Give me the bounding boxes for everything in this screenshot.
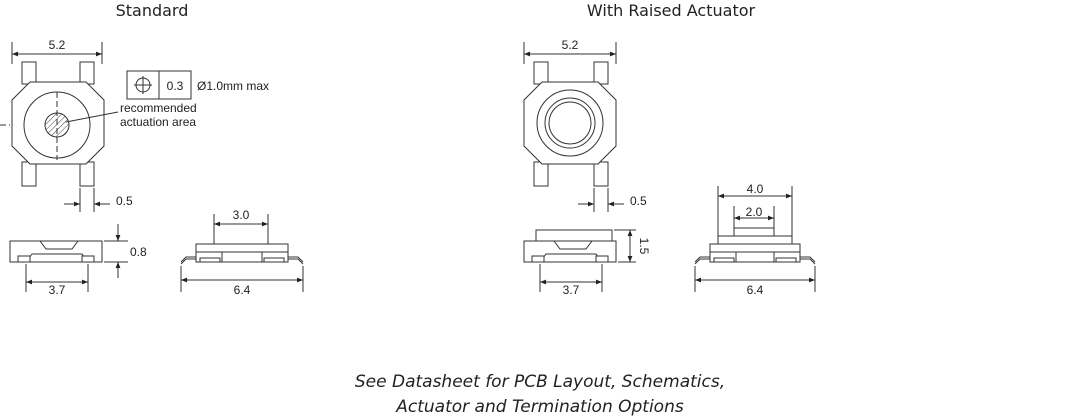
- footer-note-line2: Actuator and Termination Options: [396, 397, 684, 417]
- raised-outer-dimension: [717, 186, 793, 236]
- raised-side-view-1: [523, 229, 617, 263]
- actuation-note-line2: actuation area: [120, 115, 196, 129]
- std-body-dimension: [25, 264, 89, 292]
- raised-width-dimension: [523, 42, 617, 64]
- raised-overall-label: 6.4: [747, 283, 764, 297]
- raised-title: With Raised Actuator: [587, 1, 756, 20]
- std-height-dimension: [104, 224, 128, 278]
- raised-actuator-dimension: [733, 206, 775, 228]
- standard-side-view-2: [180, 243, 304, 265]
- raised-height-label: 1.5: [637, 238, 651, 255]
- raised-body-dimension: [539, 264, 603, 292]
- raised-overall-dimension: [694, 266, 816, 292]
- tolerance-value: 0.3: [167, 79, 184, 93]
- std-height-label: 0.8: [130, 245, 147, 259]
- std-pin-gap-label: 0.5: [116, 194, 133, 208]
- std-overall-dimension: [180, 266, 304, 292]
- raised-top-view: [523, 61, 617, 187]
- std-actuator-label: 3.0: [233, 208, 250, 222]
- raised-outer-label: 4.0: [747, 182, 764, 196]
- raised-pin-gap-label: 0.5: [630, 194, 647, 208]
- mechanical-drawing: Standard With Raised Actuator recommende…: [0, 1, 816, 297]
- std-width-label: 5.2: [49, 38, 66, 52]
- tolerance-frame: [126, 70, 192, 100]
- raised-width-label: 5.2: [562, 38, 579, 52]
- standard-title: Standard: [116, 1, 189, 20]
- std-pin-gap-dimension: [64, 188, 110, 212]
- raised-height-dimension: [614, 229, 636, 263]
- std-overall-label: 6.4: [234, 283, 251, 297]
- raised-pin-gap-dimension: [578, 188, 624, 212]
- standard-top-view: [0, 61, 119, 187]
- tolerance-spec: Ø1.0mm max: [197, 79, 269, 93]
- raised-side-view-2: [694, 227, 816, 265]
- std-actuator-dimension: [213, 214, 269, 244]
- standard-side-view-1: [9, 240, 103, 263]
- footer-note-line1: See Datasheet for PCB Layout, Schematics…: [354, 372, 726, 392]
- raised-actuator-label: 2.0: [746, 205, 763, 219]
- raised-body-label: 3.7: [563, 283, 580, 297]
- actuation-note-line1: recommended: [120, 101, 197, 115]
- std-body-label: 3.7: [49, 283, 66, 297]
- std-width-dimension: [11, 42, 103, 64]
